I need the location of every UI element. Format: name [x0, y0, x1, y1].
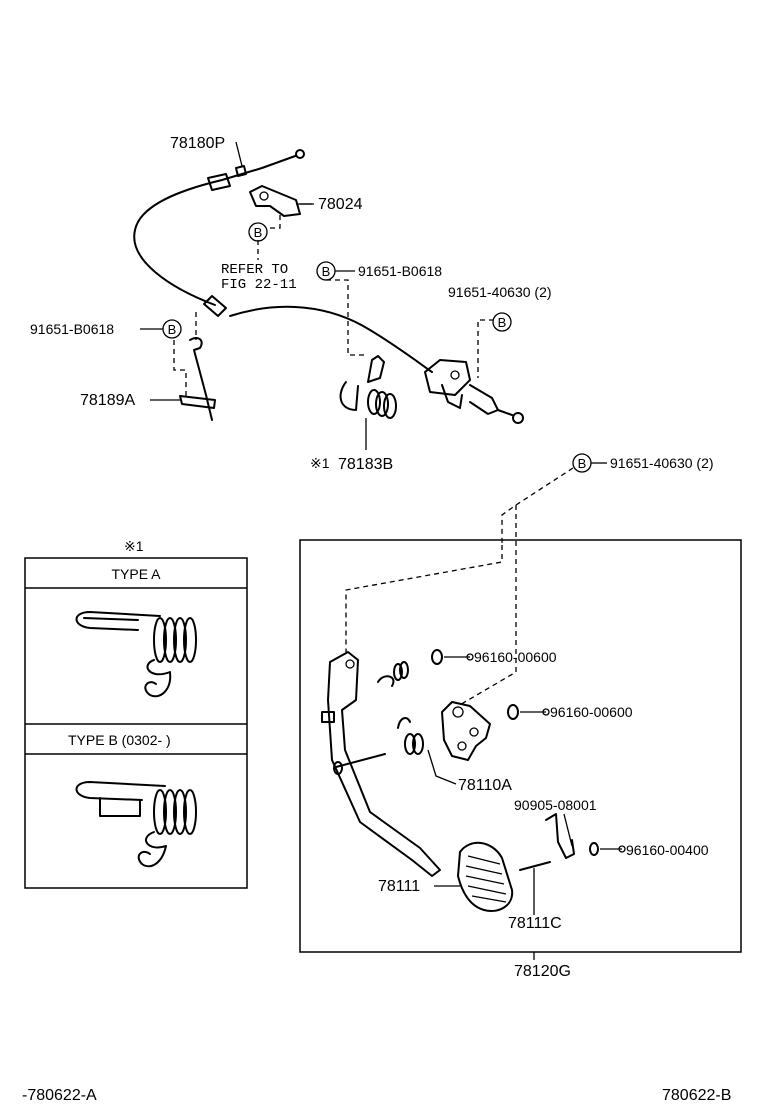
label-clamp: 78189A — [80, 392, 135, 409]
callout-b-refer: B — [248, 222, 268, 242]
inset-type-a: TYPE A — [111, 566, 161, 582]
pin-clip — [545, 813, 575, 859]
washer — [589, 842, 626, 856]
arm-upper-spring — [377, 661, 409, 687]
svg-text:B: B — [498, 315, 507, 330]
return-spring — [339, 355, 397, 450]
inset-type-b: TYPE B (0302- ) — [68, 732, 171, 748]
reference-lines-lower — [345, 505, 517, 707]
label-bolt-lower: 91651-40630 (2) — [610, 455, 714, 471]
label-bushing-1: 96160-00600 — [474, 649, 557, 665]
callout-b-bolt-upper: B — [492, 312, 512, 332]
inset-mark: ※1 — [124, 538, 144, 554]
bushing-1 — [431, 649, 474, 665]
pedal-arm — [321, 651, 441, 877]
cable-clamp — [150, 337, 216, 421]
spring-type-b-drawing — [75, 781, 197, 868]
svg-text:B: B — [254, 225, 263, 240]
label-arm-spring: 78110A — [458, 777, 512, 794]
reference-lines-upper — [173, 215, 494, 396]
label-bracket: 78024 — [318, 196, 363, 213]
svg-text:B: B — [322, 264, 331, 279]
label-refer-line1: REFER TO — [221, 262, 288, 278]
label-refer-line2: FIG 22-11 — [221, 277, 297, 293]
svg-text:B: B — [578, 456, 587, 471]
label-clip-left: 91651-B0618 — [30, 321, 114, 337]
label-bushing-2: 96160-00600 — [550, 704, 633, 720]
cable-bracket — [249, 185, 312, 217]
label-washer: 96160-00400 — [626, 842, 709, 858]
label-spring-mark: ※1 — [310, 455, 330, 471]
label-assembly: 78120G — [514, 963, 571, 980]
accelerator-cable — [133, 141, 524, 424]
label-pin-clip: 90905-08001 — [514, 797, 597, 813]
footer-right-code: 780622-B — [662, 1087, 731, 1104]
svg-text:B: B — [168, 322, 177, 337]
label-pad: 78111 — [378, 878, 420, 895]
label-cable: 78180P — [170, 135, 225, 152]
callout-b-clip-top: B — [316, 261, 355, 281]
pedal-pad — [434, 842, 514, 912]
footer-left-code: -780622-A — [22, 1087, 97, 1104]
callout-b-bolt-lower: B — [501, 453, 607, 545]
label-spring: 78183B — [338, 456, 393, 473]
pedal-pin — [519, 861, 551, 915]
bushing-2 — [507, 704, 550, 720]
arm-spring-78110a — [397, 717, 457, 785]
spring-type-inset: ※1 TYPE A TYPE B (0302- ) — [24, 538, 248, 889]
spring-type-a-drawing — [75, 611, 197, 698]
pivot-bracket — [441, 701, 491, 761]
label-clip-top: 91651-B0618 — [358, 263, 442, 279]
label-pin: 78111C — [508, 915, 562, 932]
pedal-assembly-box — [299, 539, 742, 953]
callout-b-clip-left: B — [140, 319, 182, 339]
label-bolt-upper: 91651-40630 (2) — [448, 284, 552, 300]
